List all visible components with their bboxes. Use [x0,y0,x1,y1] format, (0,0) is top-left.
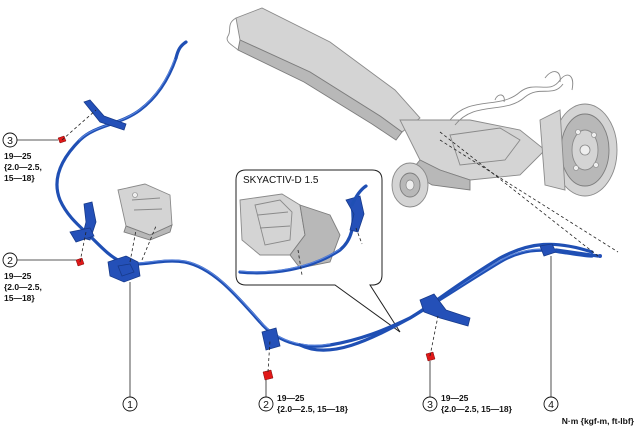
callout-number: 3 [7,135,13,147]
torque-value: 19—25 [277,393,305,403]
bolt-bottom-right [425,351,436,362]
callout-2-left: 2 19—25 {2.0—2.5, 15—18} [2,252,42,303]
torque-value: 19—25 [4,151,32,161]
torque-value: {2.0—2.5, 15—18} [441,404,513,414]
callout-number: 4 [548,399,554,411]
callout-number: 1 [127,399,133,411]
torque-value: {2.0—2.5, 15—18} [277,404,349,414]
callout-number: 2 [7,255,13,267]
torque-value: 15—18} [4,173,35,183]
callout-3-left: 3 19—25 {2.0—2.5, 15—18} [2,132,42,183]
callout-number: 2 [263,399,269,411]
callout-number: 3 [427,399,433,411]
heat-shield [117,183,173,241]
inset-title: SKYACTIV-D 1.5 [243,175,319,186]
callout-leaders [17,139,552,397]
parking-brake-cable [55,40,602,352]
callout-2-bottom: 2 19—25 {2.0—2.5, 15—18} [258,393,349,414]
torque-value: {2.0—2.5, [4,162,42,172]
bolts [57,135,436,381]
torque-value: 19—25 [4,271,32,281]
inset-detail-box: SKYACTIV-D 1.5 [235,169,401,333]
callout-1: 1 [122,396,138,412]
torque-value: {2.0—2.5, [4,282,42,292]
torque-value: 15—18} [4,293,35,303]
units-label: N·m {kgf-m, ft-lbf} [562,416,635,426]
callout-4: 4 [543,396,559,412]
rear-axle-assembly [226,7,618,208]
guide-lines [61,109,619,373]
torque-value: 19—25 [441,393,469,403]
callout-3-bottom: 3 19—25 {2.0—2.5, 15—18} [422,393,513,414]
cable-brackets [69,99,471,351]
